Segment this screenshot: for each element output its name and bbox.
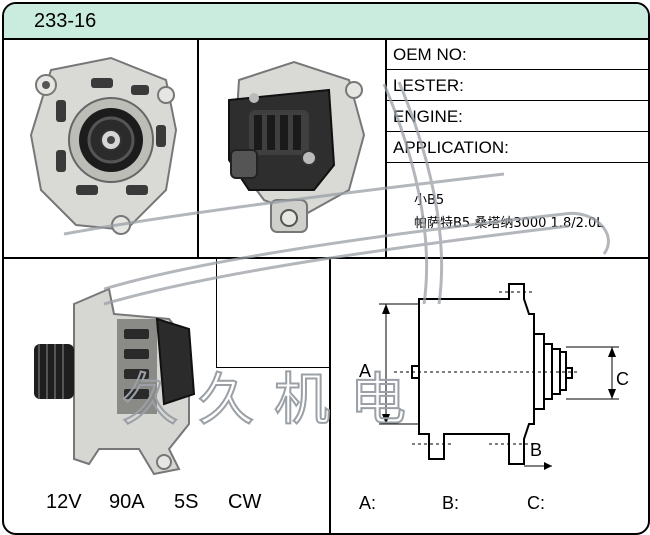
rotation-spec: CW	[228, 491, 262, 513]
voltage-spec: 12V	[46, 491, 82, 513]
engine-label: ENGINE:	[387, 102, 648, 132]
drawing-label-b: B	[530, 440, 543, 460]
divider	[197, 38, 199, 258]
part-number: 233-16	[34, 10, 97, 32]
alternator-front-photo	[29, 56, 178, 235]
drawing-label-c: C	[616, 369, 629, 389]
dimension-drawing	[379, 283, 619, 470]
leader-line	[216, 367, 330, 368]
drawing-label-a: A	[359, 361, 372, 381]
pulley-spec: 5S	[174, 491, 199, 513]
oem-label: OEM NO:	[387, 40, 648, 70]
amperage-spec: 90A	[109, 491, 145, 513]
application-line: 小B5	[414, 193, 445, 208]
leader-line	[216, 258, 217, 368]
lester-label: LESTER:	[387, 71, 648, 101]
divider	[329, 257, 331, 533]
alternator-side-photo	[34, 287, 196, 476]
dimension-c-label: C:	[527, 493, 545, 513]
dimension-b-label: B:	[442, 493, 460, 513]
divider	[4, 257, 648, 259]
application-line: 帕萨特B5 桑塔纳3000 1.8/2.0L	[414, 216, 604, 231]
dimension-a-label: A:	[359, 493, 377, 513]
alternator-rear-photo	[228, 60, 366, 233]
application-label: APPLICATION:	[387, 133, 648, 163]
header-bar: 233-16	[4, 4, 648, 40]
